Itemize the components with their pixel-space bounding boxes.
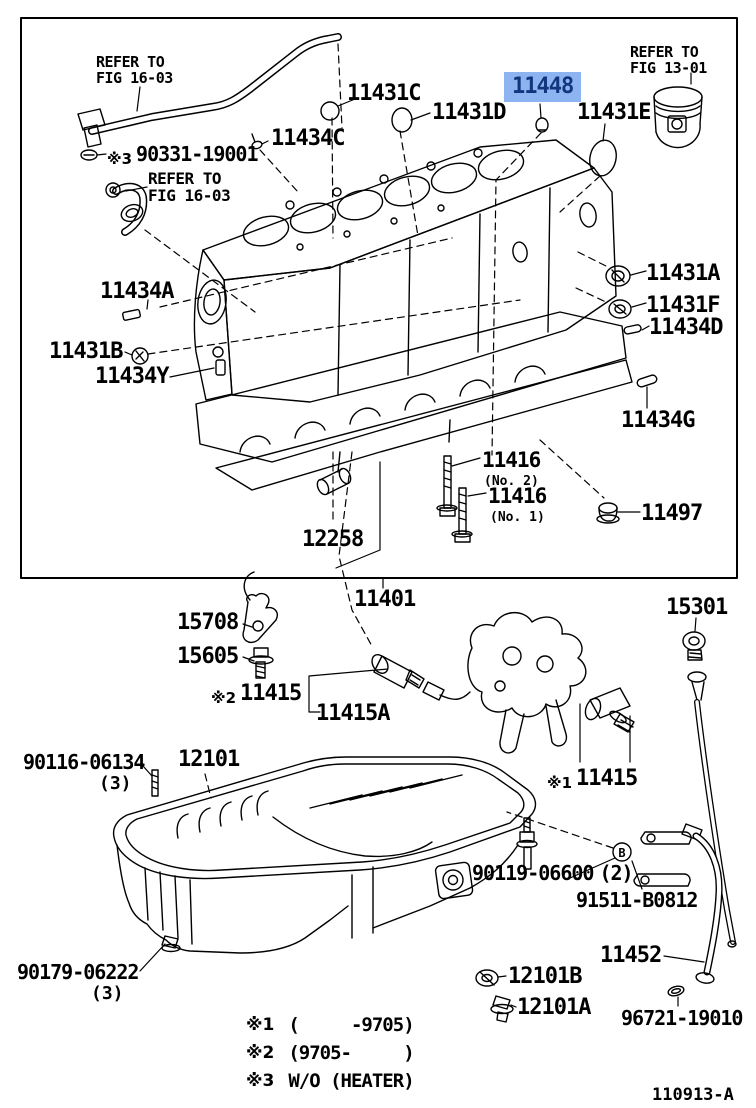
part-label-11434G[interactable]: 11434G — [621, 408, 695, 433]
part-label-12101B[interactable]: 12101B — [508, 964, 582, 989]
part-label-12101[interactable]: 12101 — [178, 747, 240, 772]
engine-block-drawing — [193, 139, 633, 491]
part-label-11434C[interactable]: 11434C — [271, 126, 345, 151]
part-label-12258[interactable]: 12258 — [302, 527, 364, 552]
breather-pipe-drawing — [77, 33, 342, 148]
part-label-11416-no1[interactable]: 11416(No. 1) — [488, 484, 547, 525]
part-label-11431F[interactable]: 11431F — [646, 293, 720, 318]
part-label-90179-06222[interactable]: 90179-06222(3) — [17, 960, 139, 1004]
bracket-and-bolt-drawing — [242, 571, 278, 679]
part-label-11434A[interactable]: 11434A — [100, 279, 174, 304]
part-label-11431C[interactable]: 11431C — [347, 81, 421, 106]
part-label-15605[interactable]: 15605 — [177, 644, 239, 669]
part-label-96721-19010[interactable]: 96721-19010 — [621, 1006, 743, 1030]
part-label-15708[interactable]: 15708 — [177, 610, 239, 635]
part-label-11434D[interactable]: 11434D — [649, 315, 723, 340]
part-label-11452[interactable]: 11452 — [600, 943, 662, 968]
part-label-11431A[interactable]: 11431A — [646, 261, 720, 286]
oil-strainer-drawing — [633, 823, 723, 997]
dashed-leader-lines — [144, 43, 614, 849]
figure-frame — [20, 17, 738, 579]
heater-hose-drawing — [105, 182, 148, 236]
head-bolts-drawing — [436, 455, 473, 543]
part-label-11431B[interactable]: 11431B — [49, 339, 123, 364]
outlet-casting-drawing — [467, 612, 587, 754]
part-label-11431D[interactable]: 11431D — [432, 100, 506, 125]
part-label-11434Y[interactable]: 11434Y — [95, 364, 169, 389]
part-label-91511-B0812[interactable]: 91511-B0812 — [576, 888, 698, 912]
footnote-2: ※2(9705- ) — [246, 1042, 415, 1064]
piston-drawing — [653, 86, 703, 149]
part-label-12101A[interactable]: 12101A — [517, 995, 591, 1020]
knock-sensor-drawings — [371, 654, 635, 733]
part-label-11431E[interactable]: 11431E — [577, 100, 651, 125]
footnote-ref-marker-3: ※3 — [107, 150, 133, 168]
diagram-code: 110913-A — [652, 1085, 734, 1105]
part-label-90116-06134[interactable]: 90116-06134(3) — [23, 750, 145, 794]
footnote-ref-marker-1: ※1 — [547, 774, 573, 792]
leader-lines — [96, 72, 705, 1008]
small-plug-parts — [80, 101, 658, 524]
oil-pan-drawing — [112, 756, 538, 1023]
part-label-11416-no2[interactable]: 11416(No. 2) — [482, 448, 541, 489]
footnote-ref-marker-2: ※2 — [211, 689, 237, 707]
footnote-1: ※1( -9705) — [246, 1014, 415, 1036]
part-label-11448-selected[interactable]: 11448 — [504, 72, 582, 102]
part-label-11401[interactable]: 11401 — [354, 587, 416, 612]
part-label-11497[interactable]: 11497 — [641, 501, 703, 526]
circled-b-marker: B — [612, 842, 632, 862]
part-label-15301[interactable]: 15301 — [666, 595, 728, 620]
part-label-90119-06600[interactable]: 90119-06600(2) — [472, 861, 634, 885]
oil-level-gauge-drawing — [682, 631, 737, 948]
part-label-11415A[interactable]: 11415A — [316, 701, 390, 726]
circled-b-letter: B — [618, 846, 625, 860]
